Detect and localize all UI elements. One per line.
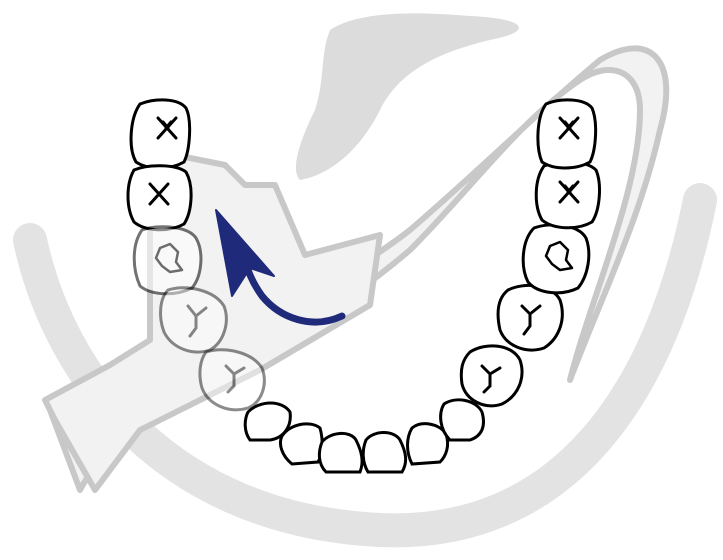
right-molar-2 — [536, 162, 599, 228]
molar-tooth-icon — [538, 100, 596, 168]
left-molar-2 — [128, 166, 191, 230]
right-premolar-2 — [498, 285, 562, 350]
molar-tooth-icon — [134, 227, 201, 294]
right-central-incisor — [363, 433, 405, 473]
incisor-tooth-icon — [319, 433, 362, 472]
premolar-tooth-icon — [461, 346, 522, 406]
molar-tooth-icon — [523, 225, 589, 293]
left-lateral-incisor — [280, 424, 322, 464]
left-molar-1 — [134, 227, 201, 294]
incisor-tooth-icon — [280, 424, 322, 464]
ghost-tongue-shape — [296, 13, 519, 180]
right-molar-3 — [538, 100, 596, 168]
right-molar-1 — [523, 225, 589, 293]
left-premolar-1 — [200, 350, 264, 410]
left-premolar-2 — [161, 288, 227, 352]
left-molar-3 — [131, 100, 190, 168]
premolar-tooth-icon — [161, 288, 227, 352]
incisor-tooth-icon — [441, 400, 484, 440]
molar-tooth-icon — [128, 166, 191, 230]
right-canine — [441, 400, 484, 440]
right-premolar-1 — [461, 346, 522, 406]
incisor-tooth-icon — [363, 433, 405, 473]
premolar-tooth-icon — [200, 350, 264, 410]
left-central-incisor — [319, 433, 362, 472]
